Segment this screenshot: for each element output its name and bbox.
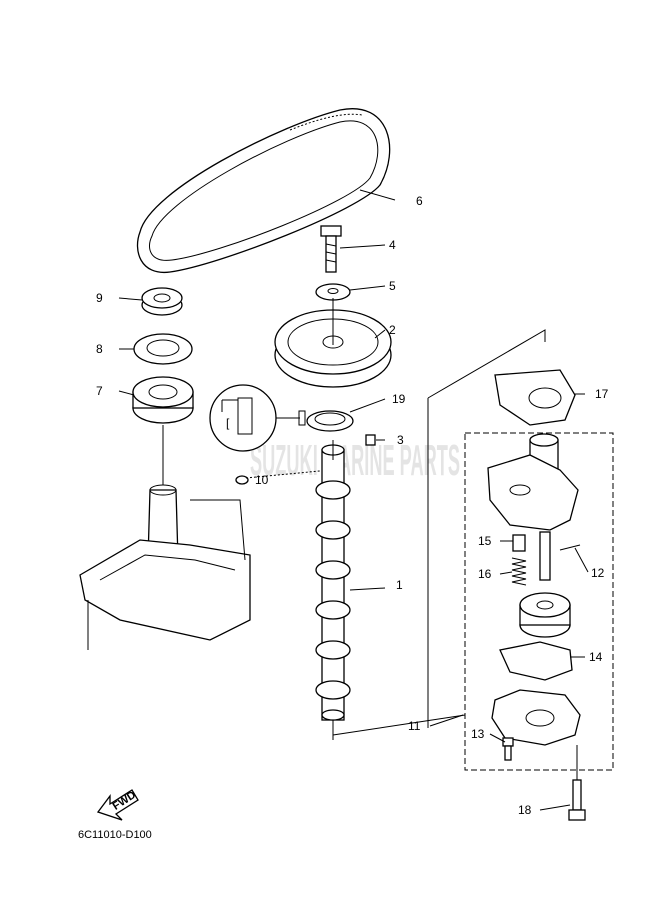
nut [141, 287, 183, 316]
callout-11: 11 [408, 719, 421, 733]
crank-sprocket [132, 376, 194, 424]
callout-12: 12 [591, 566, 605, 580]
pump-shaft [539, 531, 581, 581]
oil-pump-assembly [332, 329, 614, 771]
pin [365, 434, 376, 446]
callout-14: 14 [589, 650, 603, 664]
spring [511, 557, 527, 586]
washer [315, 283, 351, 301]
callout-9: 9 [96, 291, 103, 305]
callout-5: 5 [389, 279, 396, 293]
screw [502, 737, 514, 761]
leader-lines [118, 189, 589, 811]
plunger [512, 534, 526, 552]
diagram-code: 6C11010-D100 [78, 829, 152, 841]
pump-rotor [519, 592, 571, 638]
fwd-arrow: FWD [96, 789, 139, 821]
callout-1: 1 [396, 578, 403, 592]
bolt [320, 225, 342, 273]
callout-19: 19 [392, 392, 406, 406]
callout-17: 17 [595, 387, 609, 401]
callout-18: 18 [518, 803, 532, 817]
svg-text:[: [ [226, 416, 230, 430]
pump-housing [487, 433, 579, 531]
watermark-text: SUZUKI MARINE PARTS [250, 436, 460, 485]
callout-7: 7 [96, 384, 103, 398]
key [235, 469, 331, 485]
detail-inset: [ [209, 384, 306, 452]
callout-2: 2 [389, 323, 396, 337]
pump-cover [491, 689, 581, 746]
timing-belt [136, 108, 391, 273]
crankcase [79, 425, 251, 650]
callout-15: 15 [478, 534, 492, 548]
camshaft [315, 444, 351, 740]
callout-6: 6 [416, 194, 423, 208]
callout-10: 10 [255, 473, 269, 487]
callout-3: 3 [397, 433, 404, 447]
plate [133, 333, 193, 365]
watermark: SUZUKI MARINE PARTS [250, 436, 460, 485]
callout-16: 16 [478, 567, 492, 581]
gasket [494, 369, 576, 426]
cam-sprocket [274, 298, 392, 388]
long-bolt [568, 745, 586, 821]
callout-8: 8 [96, 342, 103, 356]
o-ring [499, 641, 573, 681]
oil-seal [306, 410, 354, 432]
callout-13: 13 [471, 727, 485, 741]
callout-4: 4 [389, 238, 396, 252]
